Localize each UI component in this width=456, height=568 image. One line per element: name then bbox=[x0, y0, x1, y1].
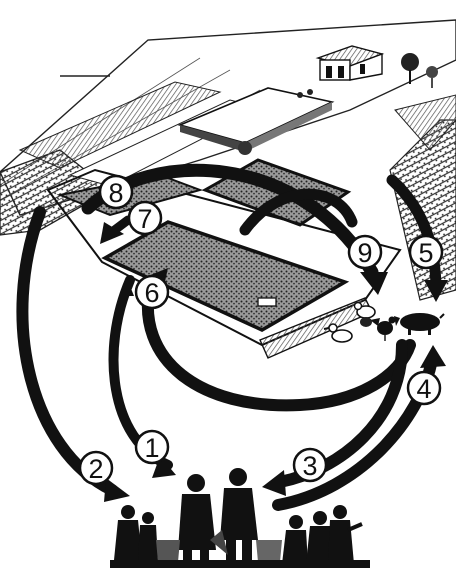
arrow-5-head bbox=[424, 280, 448, 302]
svg-text:8: 8 bbox=[108, 178, 123, 208]
number-labels: 1 2 3 4 5 6 7 8 bbox=[78, 174, 444, 486]
farmer-family-icon bbox=[110, 468, 370, 568]
svg-text:2: 2 bbox=[88, 454, 103, 484]
arrow-6 bbox=[141, 279, 416, 412]
svg-text:3: 3 bbox=[302, 451, 317, 481]
arrow-8-head bbox=[360, 272, 388, 295]
svg-text:9: 9 bbox=[357, 238, 372, 268]
label-4: 4 bbox=[406, 370, 442, 406]
label-6: 6 bbox=[134, 274, 170, 310]
arrow-2 bbox=[16, 206, 118, 496]
label-8: 8 bbox=[98, 174, 134, 210]
svg-text:7: 7 bbox=[137, 204, 152, 234]
label-5: 5 bbox=[408, 234, 444, 270]
svg-text:1: 1 bbox=[144, 433, 159, 463]
arrow-2-head bbox=[104, 478, 130, 502]
arrow-4-head bbox=[420, 345, 446, 368]
label-9: 9 bbox=[347, 234, 383, 270]
label-1: 1 bbox=[134, 429, 170, 465]
svg-text:5: 5 bbox=[418, 238, 433, 268]
chicken-icon bbox=[360, 316, 396, 341]
farmhouse-icon bbox=[315, 45, 385, 81]
tree-icon bbox=[401, 53, 438, 88]
arrow-3-head bbox=[262, 470, 286, 496]
label-7: 7 bbox=[127, 200, 163, 236]
label-3: 3 bbox=[292, 447, 328, 483]
pig-icon bbox=[394, 313, 445, 335]
arrow-9 bbox=[239, 188, 358, 236]
arrow-5 bbox=[386, 174, 442, 296]
svg-text:4: 4 bbox=[416, 374, 431, 404]
label-2: 2 bbox=[78, 450, 114, 486]
svg-text:6: 6 bbox=[144, 278, 159, 308]
